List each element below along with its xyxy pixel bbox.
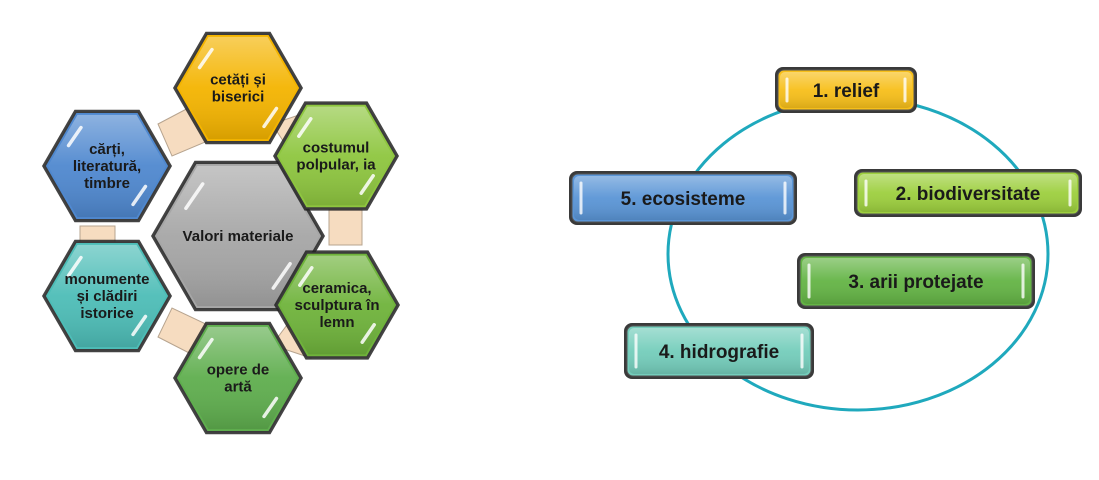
hex-opere-label: opere de — [207, 362, 270, 379]
hex-carti-label: timbre — [84, 175, 130, 192]
box-arii: 3. arii protejate — [797, 253, 1035, 309]
right-cycle-diagram: 1. relief 2. biodiversitate 3. arii protej… — [569, 67, 1082, 412]
hex-carti-label: literatură, — [73, 158, 141, 175]
hex-connector — [328, 209, 363, 246]
hex-monumente-label: istorice — [80, 305, 133, 322]
hex-costum-label: costumul — [303, 140, 370, 157]
hex-ceramica-label: sculptura în — [294, 297, 379, 314]
hex-center-valori-materiale: Valori materiale — [151, 160, 325, 312]
box-arii-label: 3. arii protejate — [848, 272, 983, 293]
box-ecosisteme: 5. ecosisteme — [569, 171, 797, 225]
hex-carti-label: cărți, — [89, 141, 125, 158]
hex-monumente-label: monumente — [64, 271, 149, 288]
box-ecosisteme-label: 5. ecosisteme — [621, 189, 746, 210]
hex-opere-label: artă — [224, 379, 252, 396]
hex-ceramica-label: lemn — [319, 314, 354, 331]
hex-center-valori-materiale-label: Valori materiale — [183, 228, 294, 245]
box-relief-label: 1. relief — [813, 81, 880, 102]
box-hidrografie: 4. hidrografie — [624, 323, 814, 379]
box-biodiversitate-label: 2. biodiversitate — [896, 184, 1041, 205]
hex-cetati-label: biserici — [212, 89, 265, 106]
hex-costum-label: polpular, ia — [296, 157, 376, 174]
hex-cetati-label: cetăți și — [210, 72, 266, 89]
box-relief: 1. relief — [775, 67, 917, 113]
box-hidrografie-label: 4. hidrografie — [659, 342, 779, 363]
hex-carti: cărți,literatură,timbre — [42, 109, 172, 223]
hex-ceramica-label: ceramica, — [302, 280, 371, 297]
hex-monumente-label: și clădiri — [77, 288, 138, 305]
box-biodiversitate: 2. biodiversitate — [854, 169, 1082, 217]
